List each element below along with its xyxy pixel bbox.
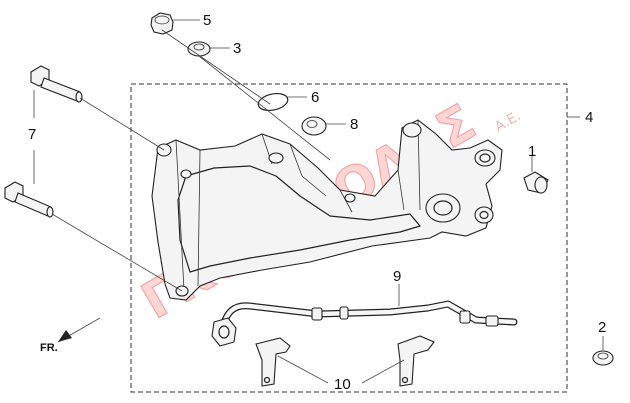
- callout-8: 8: [350, 116, 358, 133]
- leader-lines: [33, 19, 604, 384]
- nut-part-5: [150, 12, 174, 35]
- bracket-part-10-right: [397, 335, 435, 387]
- callout-6: 6: [311, 89, 319, 106]
- callout-3: 3: [233, 40, 241, 57]
- callout-1: 1: [528, 143, 536, 160]
- front-label: FR.: [40, 342, 58, 354]
- callout-9: 9: [393, 268, 401, 285]
- ring-part-6: [257, 92, 289, 112]
- watermark-sub-text: Α.Ε.: [492, 108, 524, 136]
- assembly-frame: [130, 83, 568, 393]
- watermark-suffix: Α.Ε.: [492, 108, 524, 136]
- nut-part-2: [592, 350, 614, 366]
- engine-hanger-bracket: [151, 119, 503, 301]
- callout-7: 7: [28, 126, 36, 143]
- bush-part-8: [301, 116, 327, 136]
- pipe-part-9: [211, 300, 518, 347]
- callout-5: 5: [203, 12, 211, 29]
- bush-part-3: [187, 41, 211, 57]
- sleeve-part-1: [523, 171, 549, 194]
- bolt-upper: [30, 65, 83, 103]
- bolt-lower: [4, 181, 54, 218]
- callout-2: 2: [598, 319, 606, 336]
- bracket-part-10-left: [255, 337, 291, 387]
- callout-4: 4: [585, 109, 593, 126]
- callout-10: 10: [334, 376, 351, 393]
- front-arrow: FR.: [40, 317, 101, 354]
